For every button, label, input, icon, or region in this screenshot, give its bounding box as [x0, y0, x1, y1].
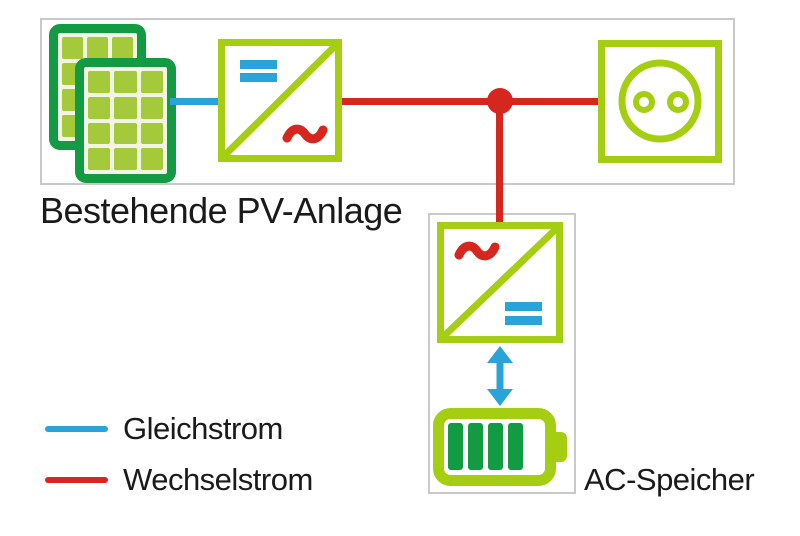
dc-wire: [170, 98, 219, 105]
ac-wire-horizontal: [340, 98, 600, 105]
pv-system-label: Bestehende PV-Anlage: [40, 190, 403, 231]
inverter-diagonal: [440, 225, 560, 340]
legend-item-dc: Gleichstrom: [45, 411, 283, 446]
arrow-head-down: [487, 389, 513, 406]
panel-cell: [114, 148, 137, 170]
solar-panel-icon: [75, 58, 176, 183]
dc-equals-symbol: [240, 60, 277, 82]
socket-pin-hole: [633, 91, 655, 113]
ac-storage-label: AC-Speicher: [584, 462, 755, 497]
legend-label-ac: Wechselstrom: [123, 462, 313, 497]
power-socket-icon: [598, 40, 722, 163]
panel-cell: [114, 122, 137, 145]
panel-cell: [88, 96, 111, 119]
legend-label-dc: Gleichstrom: [123, 411, 283, 446]
socket-ring: [618, 59, 702, 143]
arrow-shaft: [496, 359, 504, 393]
legend-item-ac: Wechselstrom: [45, 462, 313, 497]
panel-cell: [112, 37, 133, 59]
panel-cell: [140, 122, 163, 145]
junction-dot-icon: [487, 88, 513, 114]
legend-swatch-ac: [45, 477, 108, 484]
panel-cell: [88, 148, 111, 170]
double-arrow-icon: [487, 346, 513, 406]
panel-cell: [114, 71, 137, 93]
dc-equals-symbol: [505, 302, 542, 325]
inverter-ac-dc-icon: [437, 222, 563, 343]
socket-pin-hole: [667, 91, 689, 113]
panel-cell: [140, 148, 163, 170]
panel-cell: [88, 71, 111, 93]
panel-cell: [140, 71, 163, 93]
battery-icon: [433, 408, 567, 486]
inverter-dc-ac-icon: [218, 39, 342, 162]
ac-sine-symbol: [282, 124, 328, 144]
arrow-head-up: [487, 346, 513, 363]
panel-cell: [140, 96, 163, 119]
ac-sine-symbol: [454, 241, 500, 261]
battery-charge-bars: [448, 423, 523, 470]
panel-cell: [88, 122, 111, 145]
legend-swatch-dc: [45, 426, 108, 433]
panel-cell: [87, 37, 108, 59]
panel-cell: [62, 37, 83, 59]
ac-wire-vertical: [496, 101, 503, 222]
inverter-diagonal: [221, 42, 339, 159]
panel-cell: [114, 96, 137, 119]
